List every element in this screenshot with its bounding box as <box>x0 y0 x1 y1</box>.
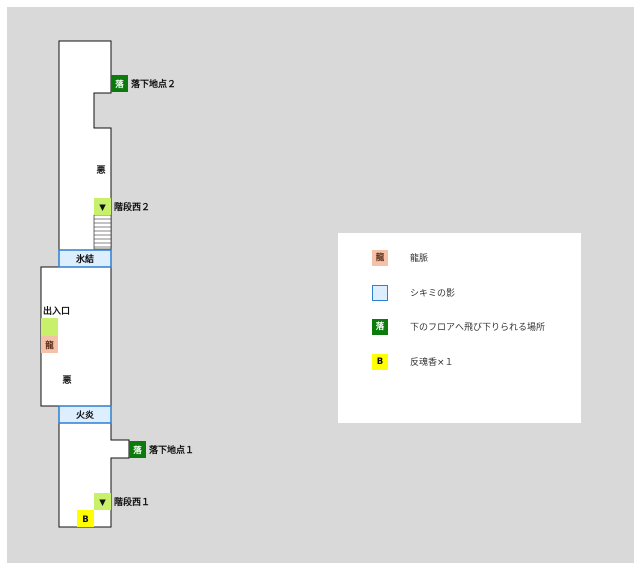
svg-text:▼: ▼ <box>99 498 106 508</box>
svg-text:▼: ▼ <box>99 203 106 213</box>
stairs-west-2-marker: ▼ <box>94 198 111 215</box>
drop-point-1-label: 落下地点１ <box>149 444 194 456</box>
svg-text:龍: 龍 <box>45 340 54 351</box>
legend-text-drop: 下のフロアへ飛び下りられる場所 <box>410 323 546 333</box>
drop-swatch: 落 <box>372 319 388 335</box>
enemy-upper-label: 悪 <box>96 165 105 176</box>
entrance-marker <box>41 318 58 336</box>
stairs-west-2-label: 階段西２ <box>114 201 150 213</box>
stairs-west-1-label: 階段西１ <box>114 496 150 508</box>
drop-point-2-label: 落下地点２ <box>131 78 176 90</box>
dragon-vein-swatch: 龍 <box>372 250 388 266</box>
svg-text:落: 落 <box>115 79 124 90</box>
freeze-gate: 氷結 <box>58 249 112 268</box>
fire-gate: 火炎 <box>58 405 112 424</box>
drop-point-2-marker: 落 <box>111 75 128 92</box>
entrance-label: 出入口 <box>43 305 70 317</box>
stairs-steps-2 <box>93 214 112 250</box>
shadow-swatch <box>372 285 388 301</box>
legend-panel: 龍 龍脈 シキミの影 落 下のフロアへ飛び下りられる場所 B 反魂香×１ <box>338 233 581 423</box>
legend-text-dragon-vein: 龍脈 <box>410 254 429 264</box>
dragon-vein-marker: 龍 <box>41 336 58 353</box>
stairs-west-1-marker: ▼ <box>94 493 111 510</box>
bonus-swatch: B <box>372 354 388 370</box>
bonus-marker: B <box>77 510 94 527</box>
legend-text-shadow: シキミの影 <box>410 289 456 299</box>
svg-text:落: 落 <box>133 445 142 456</box>
drop-point-1-marker: 落 <box>129 441 146 458</box>
fire-gate-label: 火炎 <box>76 410 94 421</box>
legend-text-bonus: 反魂香×１ <box>410 358 454 368</box>
enemy-middle-label: 悪 <box>62 375 71 386</box>
svg-text:B: B <box>82 515 88 525</box>
freeze-gate-label: 氷結 <box>75 253 94 265</box>
